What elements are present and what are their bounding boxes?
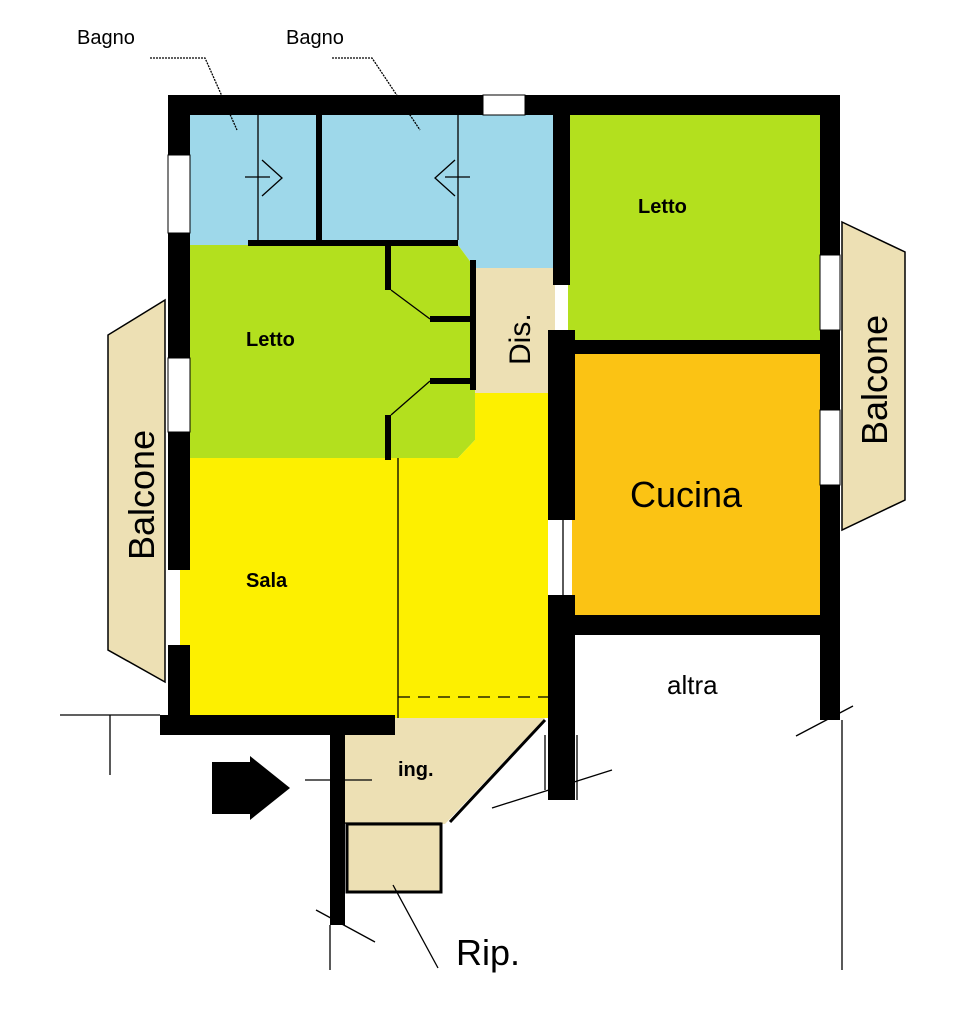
entrance-arrow-icon: [212, 756, 290, 820]
label-balcone-left: Balcone: [121, 430, 162, 560]
letto-left-area: [190, 245, 475, 458]
bagno-left-area: [190, 115, 320, 245]
window: [167, 154, 191, 234]
dis-area: [475, 268, 555, 393]
label-balcone-right: Balcone: [854, 315, 895, 445]
label-ing: ing.: [398, 759, 434, 781]
window: [167, 357, 191, 433]
sala-area: [180, 393, 548, 718]
label-bagno-right: Bagno: [286, 27, 344, 49]
window: [482, 94, 526, 116]
letto-right-area: [568, 115, 822, 343]
ing-area: [330, 718, 545, 824]
label-dis: Dis.: [504, 313, 537, 365]
label-rip: Rip.: [456, 932, 520, 973]
label-letto-right: Letto: [638, 196, 687, 218]
balcone-right-area: [841, 220, 906, 532]
balcone-left-area: [107, 298, 166, 684]
label-sala: Sala: [246, 570, 288, 592]
label-bagno-left: Bagno: [77, 27, 135, 49]
window: [819, 254, 841, 331]
label-cucina: Cucina: [630, 474, 743, 515]
plan-lines: [60, 57, 854, 970]
rip-area: [345, 822, 443, 894]
cucina-area: [572, 352, 822, 617]
walls: [160, 95, 840, 925]
window: [819, 409, 841, 486]
label-altra: altra: [667, 670, 718, 700]
bagno-right-area: [320, 115, 555, 268]
label-letto-left: Letto: [246, 329, 295, 351]
